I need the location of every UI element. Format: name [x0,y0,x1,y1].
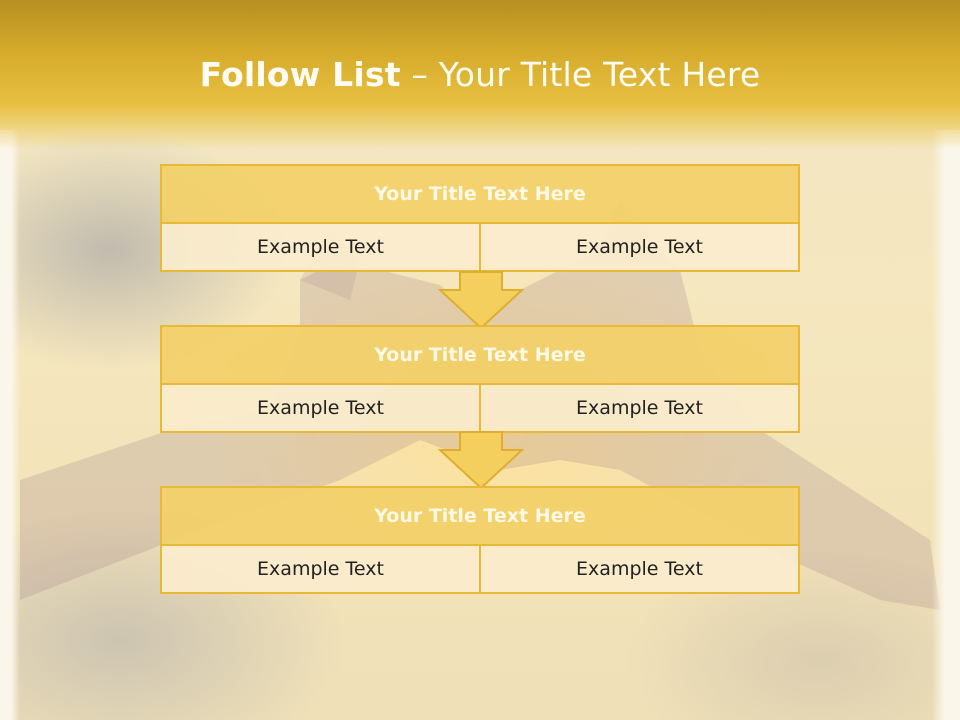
down-arrow-icon [438,271,524,330]
paper-frame-right [932,130,960,720]
step-3-right-text: Example Text [479,546,798,592]
step-2-left-text: Example Text [162,385,479,431]
step-3-left-text: Example Text [162,546,479,592]
slide-title: Follow List – Your Title Text Here [0,55,960,94]
step-1-left-text: Example Text [162,224,479,270]
step-title-1: Your Title Text Here [162,166,798,224]
step-box-1: Your Title Text Here Example Text Exampl… [160,164,800,272]
title-rest: – Your Title Text Here [400,55,761,94]
step-1-right-text: Example Text [479,224,798,270]
step-box-2: Your Title Text Here Example Text Exampl… [160,325,800,433]
title-bold: Follow List [199,55,401,94]
step-title-2: Your Title Text Here [162,327,798,385]
header-band [0,0,960,150]
step-title-3: Your Title Text Here [162,488,798,546]
step-box-3: Your Title Text Here Example Text Exampl… [160,486,800,594]
paper-frame-left [0,130,20,720]
down-arrow-icon [438,431,524,490]
step-2-right-text: Example Text [479,385,798,431]
